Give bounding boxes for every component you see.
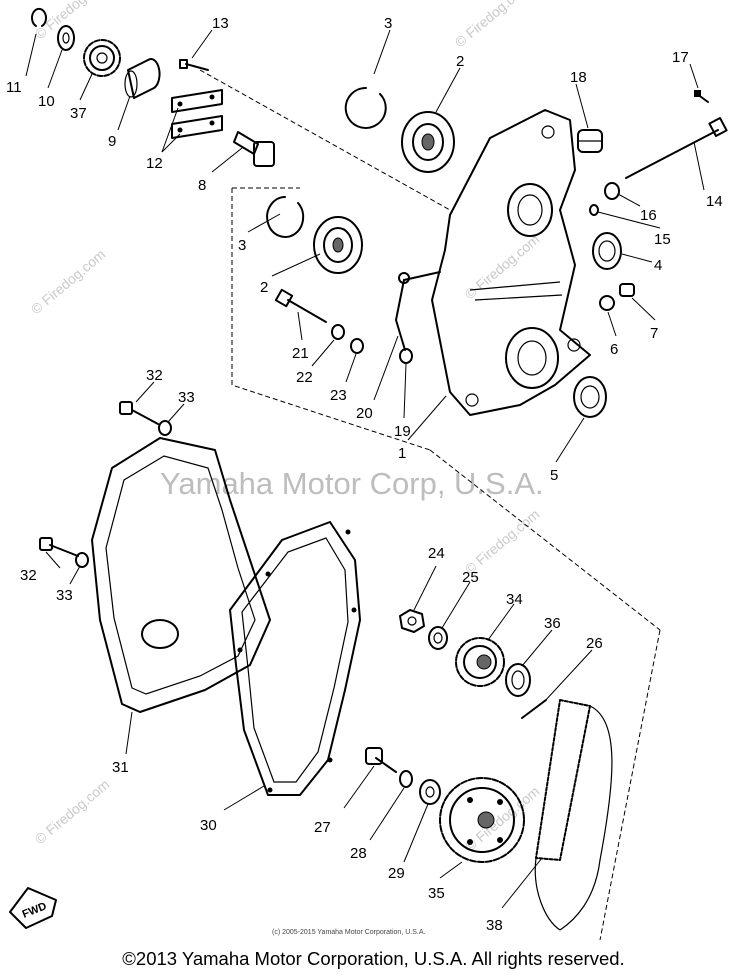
part-36-spacer-icon bbox=[505, 663, 531, 697]
part-20-pipe-icon bbox=[395, 271, 441, 351]
part-27-bolt-icon bbox=[365, 747, 397, 773]
part-33-washer-icon bbox=[75, 420, 172, 568]
image-copyright: (c) 2005-2015 Yamaha Motor Corporation, … bbox=[272, 929, 425, 936]
assembly-guide-line bbox=[429, 449, 661, 631]
callout-1: 1 bbox=[398, 445, 406, 462]
callout-36: 36 bbox=[544, 615, 561, 632]
callout-34: 34 bbox=[506, 591, 523, 608]
callout-24: 24 bbox=[428, 545, 445, 562]
callout-10: 10 bbox=[38, 93, 55, 110]
callout-33b: 33 bbox=[56, 587, 73, 604]
callout-32b: 32 bbox=[20, 567, 37, 584]
part-21-bolt-icon bbox=[274, 288, 327, 323]
part-7-plug-icon bbox=[619, 283, 635, 297]
part-15-o-ring-icon bbox=[589, 204, 599, 216]
callout-13: 13 bbox=[212, 15, 229, 32]
part-8-tensioner-icon bbox=[233, 131, 275, 167]
part-1-chaincase-housing-icon bbox=[431, 109, 591, 416]
callout-3b: 3 bbox=[238, 237, 246, 254]
callout-3: 3 bbox=[384, 15, 392, 32]
part-19-fitting-icon bbox=[399, 348, 413, 364]
callout-12: 12 bbox=[146, 155, 163, 172]
callout-14: 14 bbox=[706, 193, 723, 210]
assembly-guide-line bbox=[599, 629, 661, 940]
firedog-watermark: © Firedog.com bbox=[462, 506, 543, 577]
fwd-label: FWD bbox=[21, 900, 49, 921]
callout-18: 18 bbox=[570, 69, 587, 86]
leader-lines bbox=[25, 29, 705, 909]
callout-8: 8 bbox=[198, 177, 206, 194]
callout-9: 9 bbox=[108, 133, 116, 150]
assembly-guide-line bbox=[231, 188, 431, 451]
callout-33: 33 bbox=[178, 389, 195, 406]
callout-37: 37 bbox=[70, 105, 87, 122]
callout-11: 11 bbox=[6, 79, 22, 96]
part-16-washer-icon bbox=[604, 182, 620, 200]
callout-22: 22 bbox=[296, 369, 313, 386]
yamaha-watermark: Yamaha Motor Corp, U.S.A. bbox=[160, 466, 544, 501]
callout-7: 7 bbox=[650, 325, 658, 342]
part-2-bearing-icon bbox=[313, 111, 455, 274]
part-31-chaincase-cover-icon bbox=[91, 437, 271, 713]
callout-35: 35 bbox=[428, 885, 445, 902]
part-28-washer-icon bbox=[399, 770, 413, 788]
part-17-bolt-icon bbox=[694, 90, 709, 103]
callout-6: 6 bbox=[610, 341, 618, 358]
callout-2: 2 bbox=[456, 53, 464, 70]
firedog-watermark: © Firedog.com bbox=[462, 783, 543, 854]
callout-labels: 11 10 37 9 13 12 8 3 2 18 17 14 16 15 4 … bbox=[6, 15, 723, 934]
callout-16: 16 bbox=[640, 207, 657, 224]
part-32-bolt-icon bbox=[39, 401, 159, 557]
part-11-circlip-icon bbox=[31, 7, 47, 27]
firedog-watermark: © Firedog.com bbox=[28, 246, 109, 317]
part-37-sprocket-icon bbox=[83, 39, 121, 77]
part-24-nut-icon bbox=[399, 609, 425, 633]
part-35-driven-sprocket-icon bbox=[439, 777, 525, 863]
part-25-washer-icon bbox=[428, 626, 448, 650]
part-12-plate-icon bbox=[171, 89, 223, 139]
part-22-washer-icon bbox=[331, 324, 345, 340]
part-38-chain-icon bbox=[534, 699, 613, 931]
part-3-circlip-icon bbox=[266, 86, 387, 238]
callout-17: 17 bbox=[672, 49, 689, 66]
part-29-washer-icon bbox=[419, 779, 441, 805]
firedog-watermark: © Firedog.com bbox=[32, 0, 113, 42]
firedog-watermark: © Firedog.com bbox=[32, 776, 113, 847]
part-34-drive-sprocket-icon bbox=[455, 637, 505, 687]
firedog-watermark: © Firedog.com bbox=[452, 0, 533, 50]
part-23-nut-icon bbox=[350, 338, 364, 354]
callout-25: 25 bbox=[462, 569, 479, 586]
callout-2b: 2 bbox=[260, 279, 268, 296]
part-5-oil-seal-icon bbox=[573, 376, 607, 418]
callout-20: 20 bbox=[356, 405, 373, 422]
callout-15: 15 bbox=[654, 231, 671, 248]
callout-28: 28 bbox=[350, 845, 367, 862]
callout-32: 32 bbox=[146, 367, 163, 384]
part-26-pin-icon bbox=[521, 699, 547, 719]
callout-38: 38 bbox=[486, 917, 503, 934]
callout-5: 5 bbox=[550, 467, 558, 484]
callout-19: 19 bbox=[394, 423, 411, 440]
callout-21: 21 bbox=[292, 345, 309, 362]
part-9-collar-icon bbox=[124, 58, 161, 99]
part-30-gasket-icon bbox=[229, 521, 361, 796]
callout-30: 30 bbox=[200, 817, 217, 834]
footer-copyright: ©2013 Yamaha Motor Corporation, U.S.A. A… bbox=[122, 948, 625, 969]
callout-29: 29 bbox=[388, 865, 405, 882]
part-4-oil-seal-icon bbox=[592, 232, 622, 270]
part-13-bolt-icon bbox=[179, 59, 209, 71]
exploded-parts-diagram: © Firedog.com © Firedog.com © Firedog.co… bbox=[6, 0, 728, 940]
part-14-long-bolt-icon bbox=[625, 117, 728, 179]
part-18-breather-cap-icon bbox=[577, 129, 603, 153]
callout-26: 26 bbox=[586, 635, 603, 652]
firedog-watermark: © Firedog.com bbox=[462, 231, 543, 302]
fwd-arrow-icon: FWD bbox=[9, 887, 57, 929]
part-6-washer-icon bbox=[599, 295, 615, 311]
part-10-washer-icon bbox=[57, 25, 75, 51]
callout-27: 27 bbox=[314, 819, 331, 836]
callout-31: 31 bbox=[112, 759, 129, 776]
callout-23: 23 bbox=[330, 387, 347, 404]
callout-4: 4 bbox=[654, 257, 662, 274]
